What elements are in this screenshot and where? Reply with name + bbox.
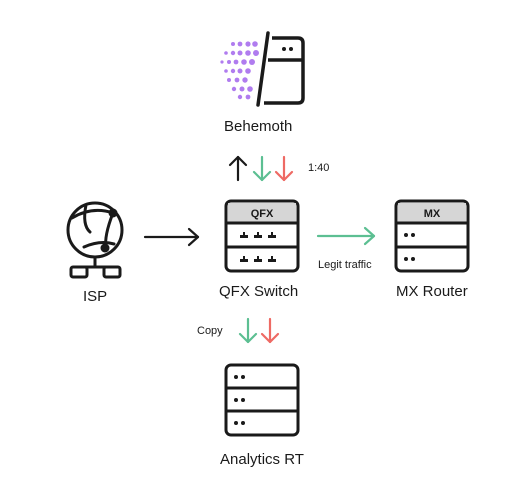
analytics-server-icon <box>224 363 300 437</box>
mx-router-icon: MX <box>394 199 470 273</box>
behemoth-ratio-label: 1:40 <box>308 162 330 174</box>
qfx-badge: QFX <box>251 208 274 220</box>
isp-to-qfx-arrow <box>143 227 200 247</box>
isp-label: ISP <box>83 288 108 305</box>
down-arrow-green-icon <box>238 317 258 344</box>
down-arrow-red-icon <box>260 317 280 344</box>
behemoth-traffic-arrows <box>228 155 294 182</box>
behemoth-icon <box>220 31 305 107</box>
qfx-to-mx-arrow <box>316 226 376 246</box>
copy-label: Copy <box>197 325 223 337</box>
down-arrow-red-icon <box>274 155 294 182</box>
up-arrow-icon <box>228 155 248 182</box>
analytics-rt-label: Analytics RT <box>220 451 304 468</box>
down-arrow-green-icon <box>252 155 272 182</box>
mx-badge: MX <box>424 208 441 220</box>
mx-router-label: MX Router <box>396 283 468 300</box>
qfx-switch-label: QFX Switch <box>219 283 299 300</box>
copy-arrows <box>238 317 280 344</box>
behemoth-label: Behemoth <box>224 118 293 135</box>
qfx-switch-icon: QFX <box>224 199 300 273</box>
legit-traffic-label: Legit traffic <box>318 259 372 271</box>
isp-globe-icon <box>66 201 124 279</box>
